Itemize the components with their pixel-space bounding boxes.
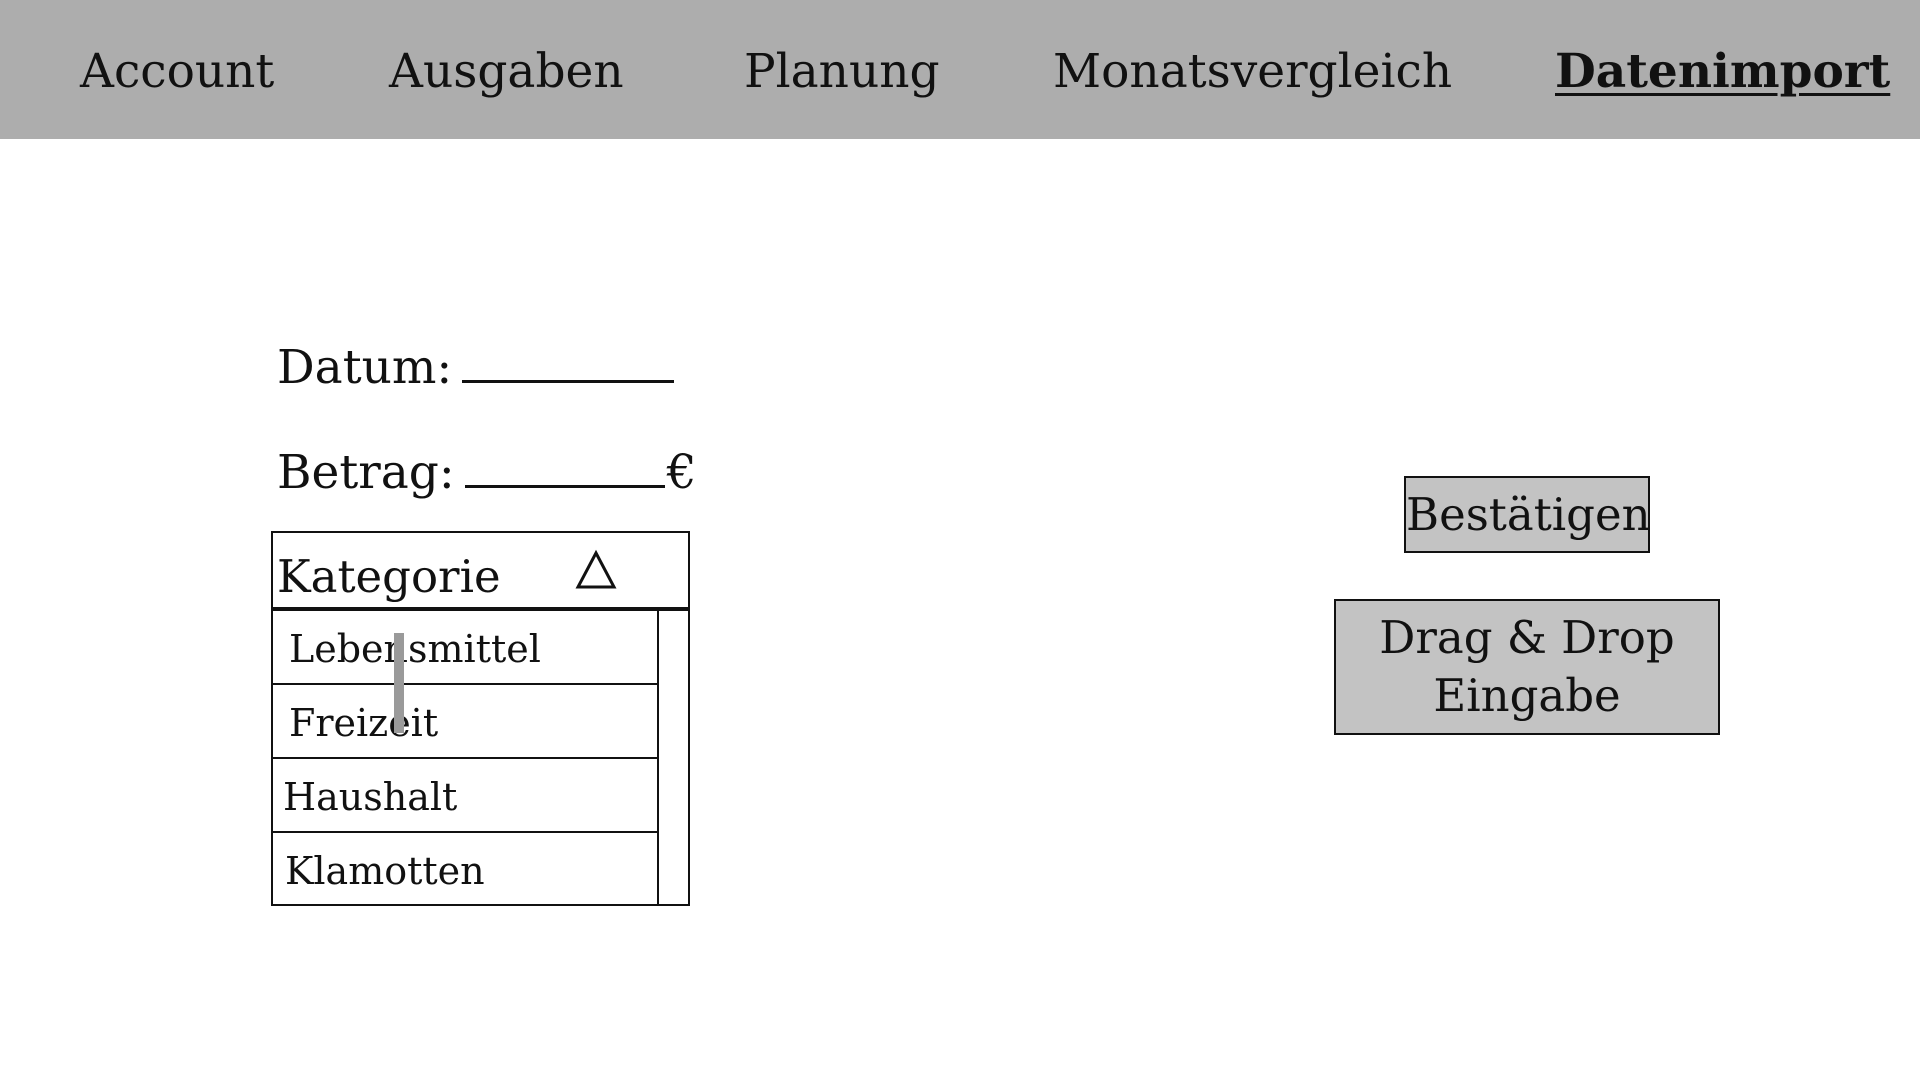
amount-row: Betrag: € (277, 439, 697, 501)
date-row: Datum: (277, 334, 675, 396)
option-label: Haushalt (283, 775, 458, 819)
category-scrollbar-thumb[interactable] (394, 633, 404, 733)
nav-item-account[interactable]: Account (80, 44, 275, 99)
nav-item-monatsvergleich[interactable]: Monatsvergleich (1053, 44, 1453, 99)
category-dropdown-header[interactable]: Kategorie (273, 533, 688, 611)
option-label: Lebensmittel (289, 627, 541, 671)
category-dropdown: Kategorie Lebensmittel Freizeit Haushalt… (271, 531, 690, 906)
euro-symbol: € (666, 445, 697, 500)
category-option-klamotten[interactable]: Klamotten (273, 833, 657, 905)
option-label: Freizeit (289, 701, 439, 745)
amount-input[interactable] (464, 439, 665, 488)
nav-item-datenimport[interactable]: Datenimport (1555, 44, 1891, 99)
triangle-up-icon[interactable] (574, 547, 618, 595)
amount-label: Betrag: (277, 445, 455, 500)
category-option-freizeit[interactable]: Freizeit (273, 685, 657, 759)
nav-item-ausgaben[interactable]: Ausgaben (389, 44, 624, 99)
category-dropdown-label: Kategorie (277, 550, 501, 603)
drag-drop-label-line1: Drag & Drop (1379, 611, 1675, 664)
date-label: Datum: (277, 340, 453, 395)
category-option-lebensmittel[interactable]: Lebensmittel (273, 611, 657, 685)
drag-drop-input-zone[interactable]: Drag & Drop Eingabe (1334, 599, 1720, 735)
confirm-button[interactable]: Bestätigen (1404, 476, 1651, 553)
top-navigation-bar: Account Ausgaben Planung Monatsvergleich… (0, 0, 1920, 139)
category-option-haushalt[interactable]: Haushalt (273, 759, 657, 833)
drag-drop-label-line2: Eingabe (1433, 669, 1621, 722)
option-label: Klamotten (285, 849, 485, 893)
nav-item-planung[interactable]: Planung (744, 44, 940, 99)
category-scrollbar-track[interactable] (659, 611, 688, 904)
category-options-list: Lebensmittel Freizeit Haushalt Klamotten (273, 611, 659, 904)
date-input[interactable] (462, 334, 675, 383)
